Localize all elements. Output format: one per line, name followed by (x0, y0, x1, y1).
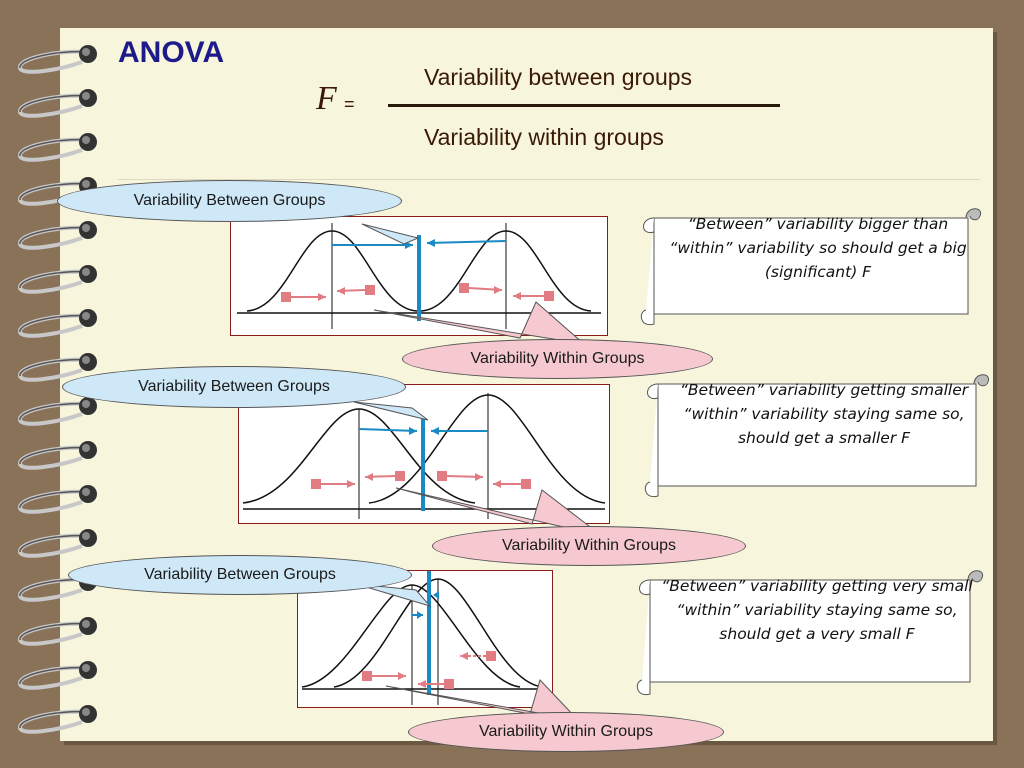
divider-line (118, 179, 980, 180)
between-pointer-1 (361, 223, 420, 245)
between-pointer-3 (355, 583, 432, 607)
within-groups-label-1: Variability Within Groups (402, 339, 713, 379)
between-groups-label-3: Variability Between Groups (68, 555, 412, 595)
within-pointer-2 (395, 487, 603, 537)
formula-equals: = (344, 94, 355, 114)
slide-title: ANOVA (118, 36, 225, 69)
formula-denominator: Variability within groups (424, 124, 664, 150)
fraction-bar (388, 104, 780, 107)
formula-numerator: Variability between groups (424, 64, 693, 90)
within-groups-label-3: Variability Within Groups (408, 712, 724, 752)
within-groups-label-2: Variability Within Groups (432, 526, 746, 566)
between-groups-label-2: Variability Between Groups (62, 366, 406, 408)
note-scroll-2: “Between” variability getting smaller “w… (640, 368, 992, 502)
distribution-plot-3 (297, 561, 553, 708)
note-text-1: “Between” variability bigger than “withi… (669, 215, 967, 281)
note-scroll-3: “Between” variability getting very small… (632, 564, 986, 702)
note-scroll-1: “Between” variability bigger than “withi… (636, 202, 984, 328)
note-text-3: “Between” variability getting very small… (661, 577, 973, 643)
within-pointer-1 (373, 301, 586, 345)
between-groups-label-1: Variability Between Groups (57, 180, 402, 222)
note-text-2: “Between” variability getting smaller “w… (679, 381, 969, 447)
formula-f: F (316, 80, 337, 117)
between-pointer-2 (353, 401, 429, 421)
